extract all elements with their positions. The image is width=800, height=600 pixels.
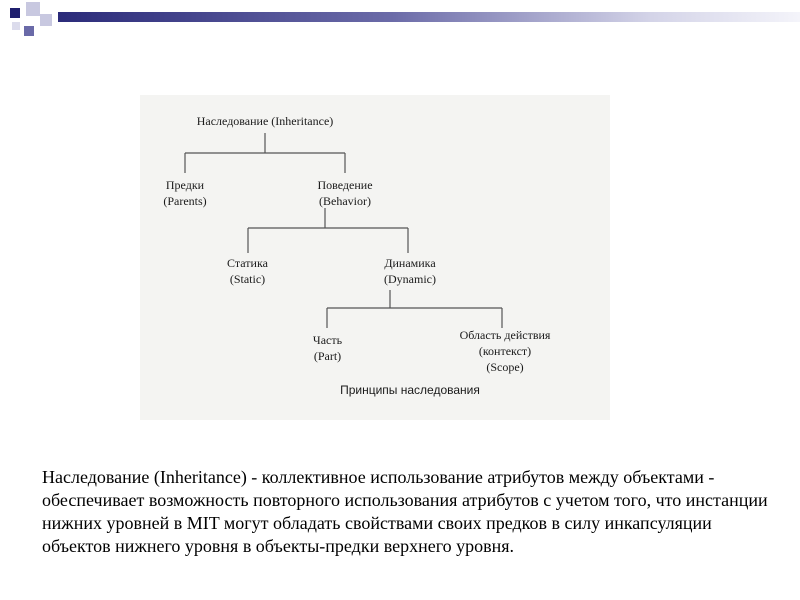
node-scope-label-en: (Scope) [486,360,524,374]
description-text: Наследование (Inheritance) - коллективно… [42,467,768,556]
diagram-connectors [184,133,503,328]
node-scope-label-context: (контекст) [478,344,532,358]
inheritance-diagram: Наследование (Inheritance) Предки (Paren… [140,95,610,420]
node-parents: Предки (Parents) [145,177,225,209]
decor-square-light [26,2,40,16]
node-root-label: Наследование (Inheritance) [196,114,334,128]
node-part-label: Часть [312,333,343,347]
decor-square-pale [12,22,20,30]
node-part-label-en: (Part) [313,349,342,363]
diagram-caption: Принципы наследования [340,383,480,397]
node-parents-label: Предки [165,178,205,192]
node-static: Статика (Static) [205,255,290,287]
decor-square-light [40,14,52,26]
node-dynamic-label-en: (Dynamic) [384,272,436,286]
decor-square-dark [10,8,20,18]
node-scope: Область действия (контекст) (Scope) [440,327,570,375]
node-behavior-label-en: (Behavior) [319,194,371,208]
header-gradient-bar [58,12,800,22]
node-part: Часть (Part) [290,332,365,364]
node-dynamic-label: Динамика [384,256,436,270]
node-parents-label-en: (Parents) [163,194,207,208]
node-dynamic: Динамика (Dynamic) [360,255,460,287]
node-root: Наследование (Inheritance) [180,113,350,129]
decor-square-mid [24,26,34,36]
node-behavior-label: Поведение [317,178,373,192]
node-behavior: Поведение (Behavior) [290,177,400,209]
node-static-label-en: (Static) [229,272,266,286]
node-scope-label: Область действия [459,328,551,342]
node-static-label: Статика [227,256,268,270]
